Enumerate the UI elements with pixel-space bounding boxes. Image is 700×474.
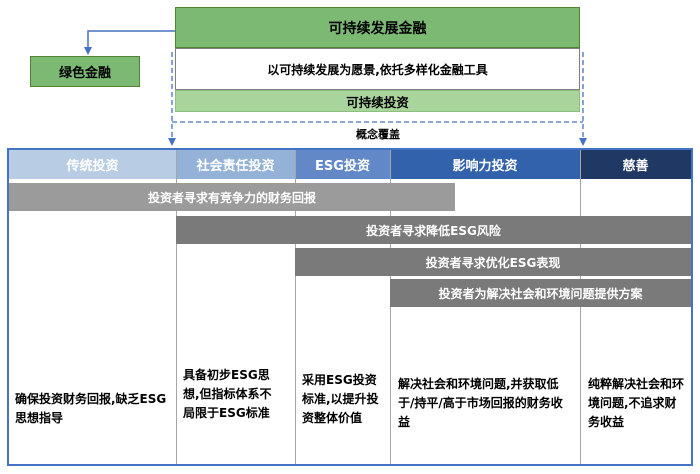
vision-statement-box: 以可持续发展为愿景,依托多样化金融工具 (175, 48, 580, 90)
sustainable-finance-box: 可持续发展金融 (175, 7, 580, 48)
green-finance-connector-line (87, 30, 175, 48)
column-divider (295, 150, 296, 464)
arrow-down-icon (579, 138, 587, 146)
green-finance-box: 绿色金融 (30, 56, 140, 87)
arrow-down-icon (84, 47, 92, 55)
column-divider (390, 150, 391, 464)
column-divider (176, 150, 177, 464)
column-header-socially-responsible-investing: 社会责任投资 (176, 150, 295, 179)
concept-coverage-label: 概念覆盖 (356, 128, 400, 141)
column-header-esg-investing: ESG投资 (295, 150, 390, 179)
column-description-socially-responsible: 具备初步ESG思想,但指标体系不局限于ESG标准 (183, 368, 272, 420)
table-header-row: 传统投资 社会责任投资 ESG投资 影响力投资 慈善 (9, 150, 691, 179)
investor-goal-bar-financial-return: 投资者寻求有竞争力的财务回报 (9, 183, 455, 211)
column-divider (580, 150, 581, 464)
column-header-philanthropy: 慈善 (580, 150, 691, 179)
column-description-philanthropy: 纯粹解决社会和环境问题,不追求财务收益 (588, 377, 685, 429)
investor-goal-bar-solutions: 投资者为解决社会和环境问题提供方案 (390, 279, 691, 307)
column-description-impact: 解决社会和环境问题,并获取低于/持平/高于市场回报的财务收益 (398, 377, 563, 429)
column-description-traditional: 确保投资财务回报,缺乏ESG思想指导 (15, 392, 167, 425)
column-header-impact-investing: 影响力投资 (390, 150, 580, 179)
column-description-esg: 采用ESG投资标准,以提升投资整体价值 (302, 373, 379, 425)
investor-goal-bar-reduce-esg-risk: 投资者寻求降低ESG风险 (176, 216, 691, 244)
arrow-down-icon (168, 138, 176, 146)
sustainable-investment-bar: 可持续投资 (175, 90, 580, 112)
investment-spectrum-table: 传统投资 社会责任投资 ESG投资 影响力投资 慈善 投资者寻求有竞争力的财务回… (7, 148, 693, 466)
investor-goal-bar-optimize-esg: 投资者寻求优化ESG表现 (295, 248, 691, 276)
column-header-traditional-investing: 传统投资 (9, 150, 176, 179)
